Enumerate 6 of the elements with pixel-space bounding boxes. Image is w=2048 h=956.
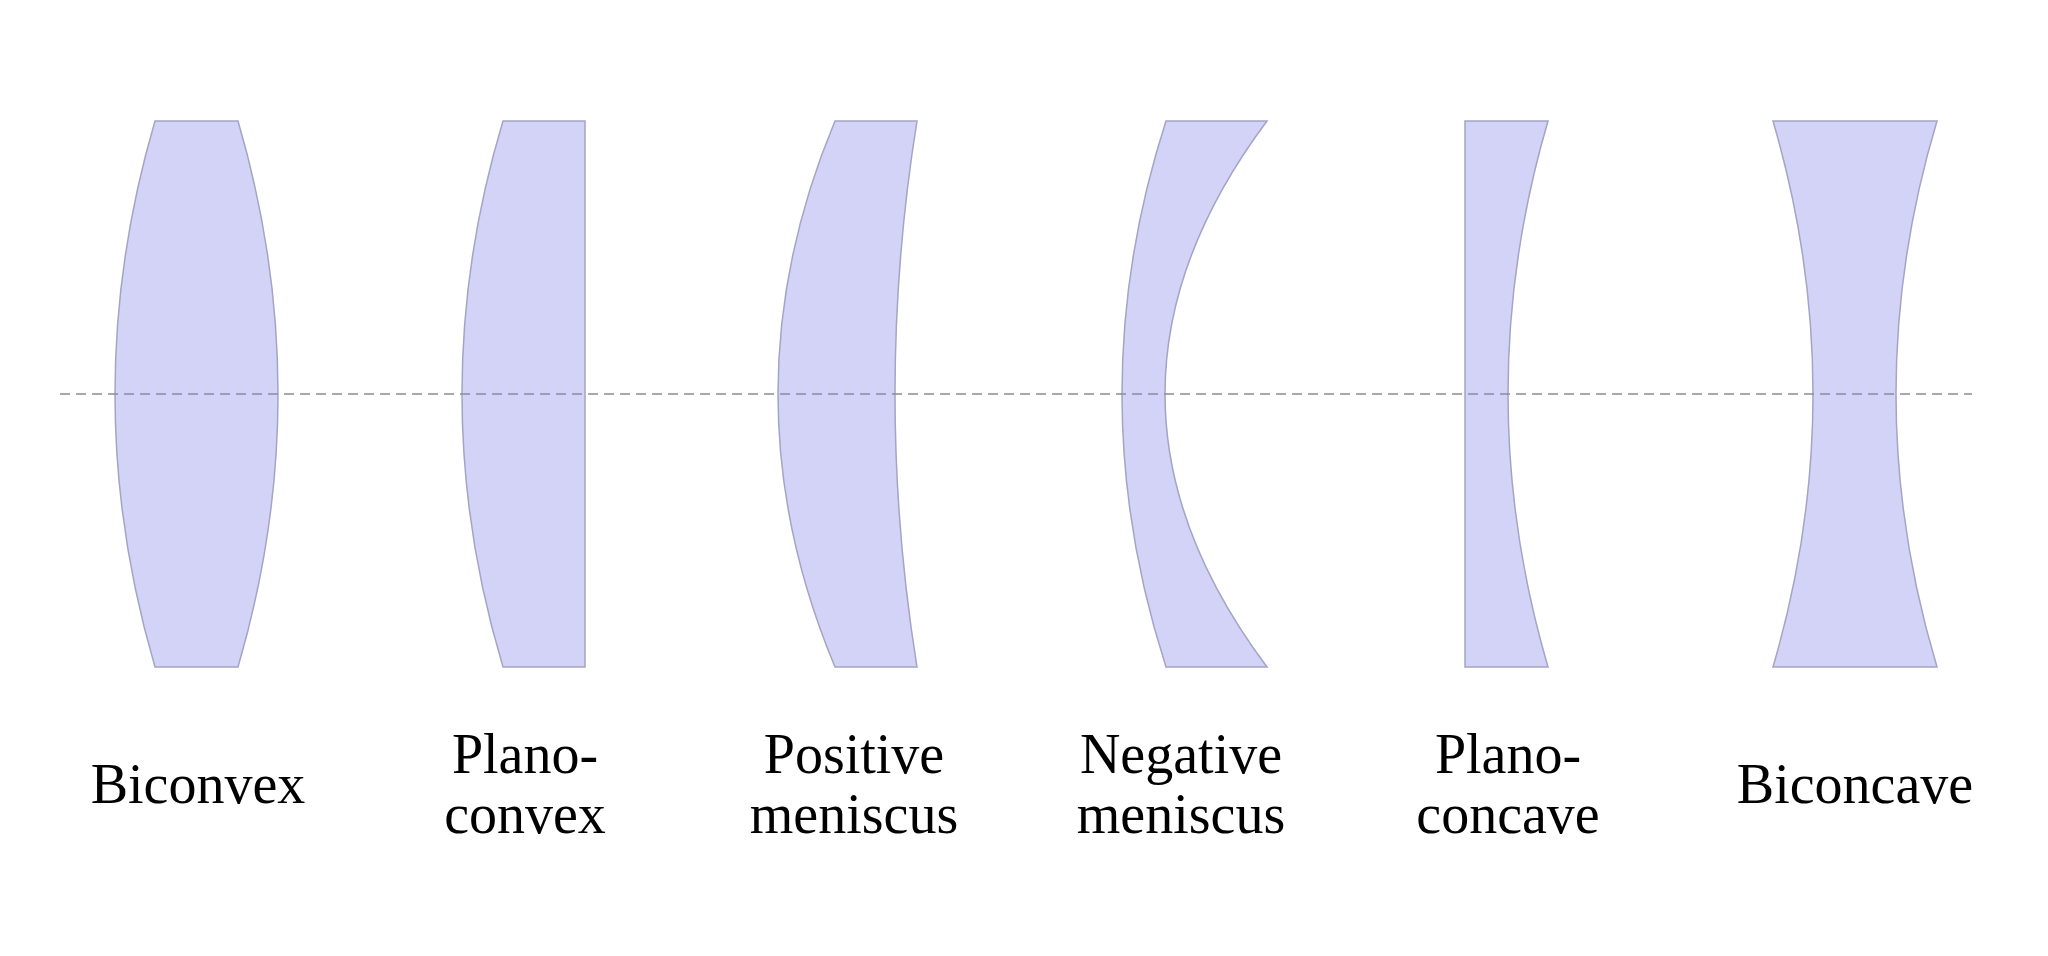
lens-type-label: Negative meniscus: [1076, 724, 1286, 844]
lens-type-label: Plano-concave: [1416, 724, 1600, 844]
lens-type-label: Biconcave: [1736, 754, 1974, 814]
lens-type-label: Plano-convex: [444, 724, 606, 844]
lens-type-label: Biconvex: [90, 754, 306, 814]
lens-type-label: Positive meniscus: [749, 724, 959, 844]
